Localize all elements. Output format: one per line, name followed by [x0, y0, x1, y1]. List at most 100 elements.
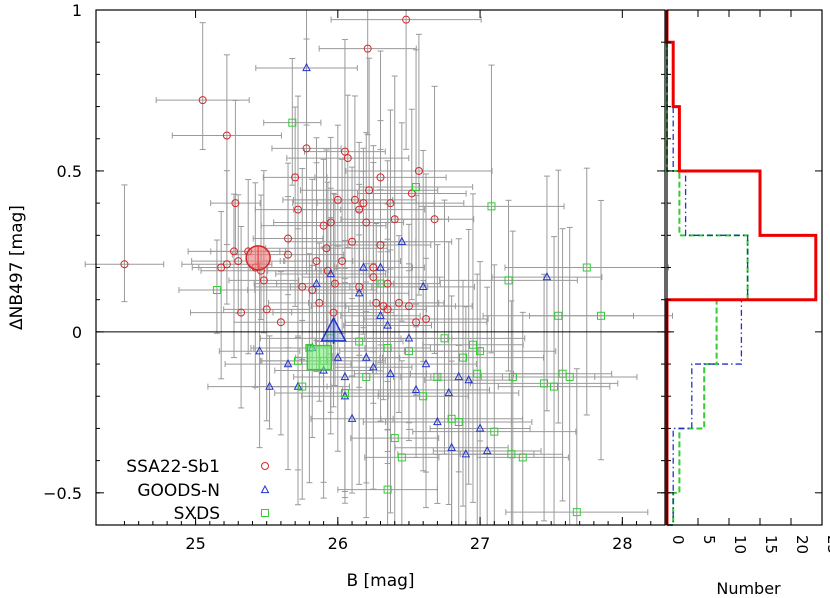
point-ssa22-34 [355, 205, 364, 214]
point-goods-n-13 [359, 262, 368, 271]
point-ssa22-58 [369, 273, 378, 282]
point-goods-n-20 [411, 384, 421, 393]
errorbar-goods-n-21 [375, 257, 477, 509]
point-goods-n-18 [397, 236, 407, 245]
histogram-goods-n [666, 10, 749, 526]
point-ssa22-40 [372, 298, 381, 307]
errorbar-ssa22-52 [394, 85, 475, 354]
histogram-series [665, 10, 818, 526]
mean-marker-ssa22 [245, 245, 271, 271]
point-sxds-0 [212, 286, 221, 295]
point-ssa22-2 [222, 131, 231, 140]
point-sxds-32 [554, 311, 563, 320]
point-ssa22-19 [298, 282, 307, 291]
point-ssa22-13 [262, 305, 271, 314]
errorbar-ssa22-17 [262, 106, 328, 307]
point-ssa22-6 [229, 247, 238, 256]
errorbar-sxds-18 [363, 199, 526, 455]
point-ssa22-53 [404, 302, 413, 311]
errorbar-sxds-34 [501, 226, 638, 525]
errorbar-sxds-36 [504, 167, 670, 416]
point-ssa22-33 [350, 195, 359, 204]
errorbar-sxds-13 [364, 360, 440, 525]
errorbar-ssa22-0 [84, 184, 165, 303]
errorbar-goods-n-4 [255, 10, 358, 126]
point-goods-n-24 [454, 371, 464, 381]
point-ssa22-45 [390, 215, 399, 224]
hist-x-tick-label-3: 15 [762, 535, 780, 554]
point-goods-n-14 [361, 352, 371, 361]
y-tick-label-0: −0.5 [43, 484, 82, 503]
point-ssa22-35 [359, 199, 368, 208]
point-goods-n-23 [444, 387, 454, 397]
point-ssa22-47 [402, 15, 411, 24]
point-sxds-22 [468, 340, 477, 349]
x-tick-label-0: 25 [185, 534, 205, 553]
errorbar-goods-n-26 [424, 228, 514, 485]
errorbar-sxds-23 [409, 273, 545, 525]
point-goods-n-16 [376, 262, 385, 271]
hist-x-tick-label-1: 5 [700, 535, 718, 545]
point-sxds-18 [440, 334, 449, 343]
hist-x-tick-label-0: 0 [669, 535, 687, 545]
errorbar-sxds-33 [512, 228, 613, 502]
errorbar-sxds-14 [339, 263, 479, 430]
histogram-x-axis-label: Number [716, 579, 781, 598]
point-ssa22-8 [237, 308, 246, 317]
point-sxds-12 [390, 434, 399, 443]
errorbar-sxds-3 [254, 319, 351, 500]
point-ssa22-12 [259, 276, 268, 285]
mean-marker-sxds [306, 344, 333, 371]
scatter-points [120, 15, 605, 517]
point-sxds-20 [454, 418, 463, 426]
point-ssa22-56 [330, 279, 339, 288]
point-sxds-7 [340, 389, 349, 398]
point-sxds-14 [404, 347, 413, 356]
y-tick-label-1: 0 [72, 323, 82, 342]
point-goods-n-29 [542, 272, 552, 281]
point-goods-n-22 [433, 416, 442, 426]
point-sxds-11 [383, 343, 392, 352]
point-ssa22-30 [338, 257, 347, 266]
scatter-errorbars [84, 10, 674, 525]
point-sxds-25 [487, 202, 496, 211]
point-ssa22-14 [276, 318, 285, 327]
x-axis-label: B [mag] [346, 571, 414, 591]
errorbar-goods-n-23 [378, 241, 520, 505]
point-sxds-1 [288, 118, 297, 127]
x-tick-label-2: 27 [470, 534, 490, 553]
histogram-frame [666, 9, 823, 526]
y-tick-label-2: 0.5 [57, 162, 82, 181]
scatter-means [245, 245, 347, 371]
errorbar-sxds-25 [418, 64, 565, 354]
legend-marker-goods-n [260, 484, 270, 494]
point-ssa22-5 [222, 260, 231, 269]
errorbar-sxds-10 [334, 148, 427, 372]
point-sxds-16 [419, 392, 428, 401]
point-sxds-36 [582, 263, 591, 272]
legend-label-sxds: SXDS [174, 504, 220, 524]
errorbar-goods-n-25 [397, 306, 535, 525]
point-goods-n-12 [354, 288, 364, 297]
point-ssa22-29 [333, 195, 342, 204]
errorbar-goods-n-0 [218, 262, 301, 449]
point-ssa22-36 [362, 218, 371, 227]
hist-x-tick-label-5: 25 [824, 535, 830, 554]
errorbar-sxds-30 [469, 273, 619, 522]
errorbar-sxds-29 [476, 311, 569, 525]
point-goods-n-2 [283, 358, 293, 368]
mean-marker-goods-n [320, 316, 347, 342]
histogram-sxds [666, 10, 749, 526]
point-sxds-35 [572, 508, 581, 517]
point-ssa22-24 [319, 221, 328, 230]
legend-marker-ssa22 [261, 462, 269, 470]
point-ssa22-52 [430, 215, 439, 224]
point-goods-n-17 [386, 368, 395, 377]
errorbar-ssa22-46 [358, 235, 440, 413]
point-sxds-28 [508, 372, 517, 381]
point-ssa22-46 [394, 298, 403, 307]
point-goods-n-30 [418, 281, 428, 290]
point-ssa22-31 [340, 147, 349, 156]
point-goods-n-11 [347, 413, 357, 422]
point-goods-n-19 [404, 333, 414, 342]
